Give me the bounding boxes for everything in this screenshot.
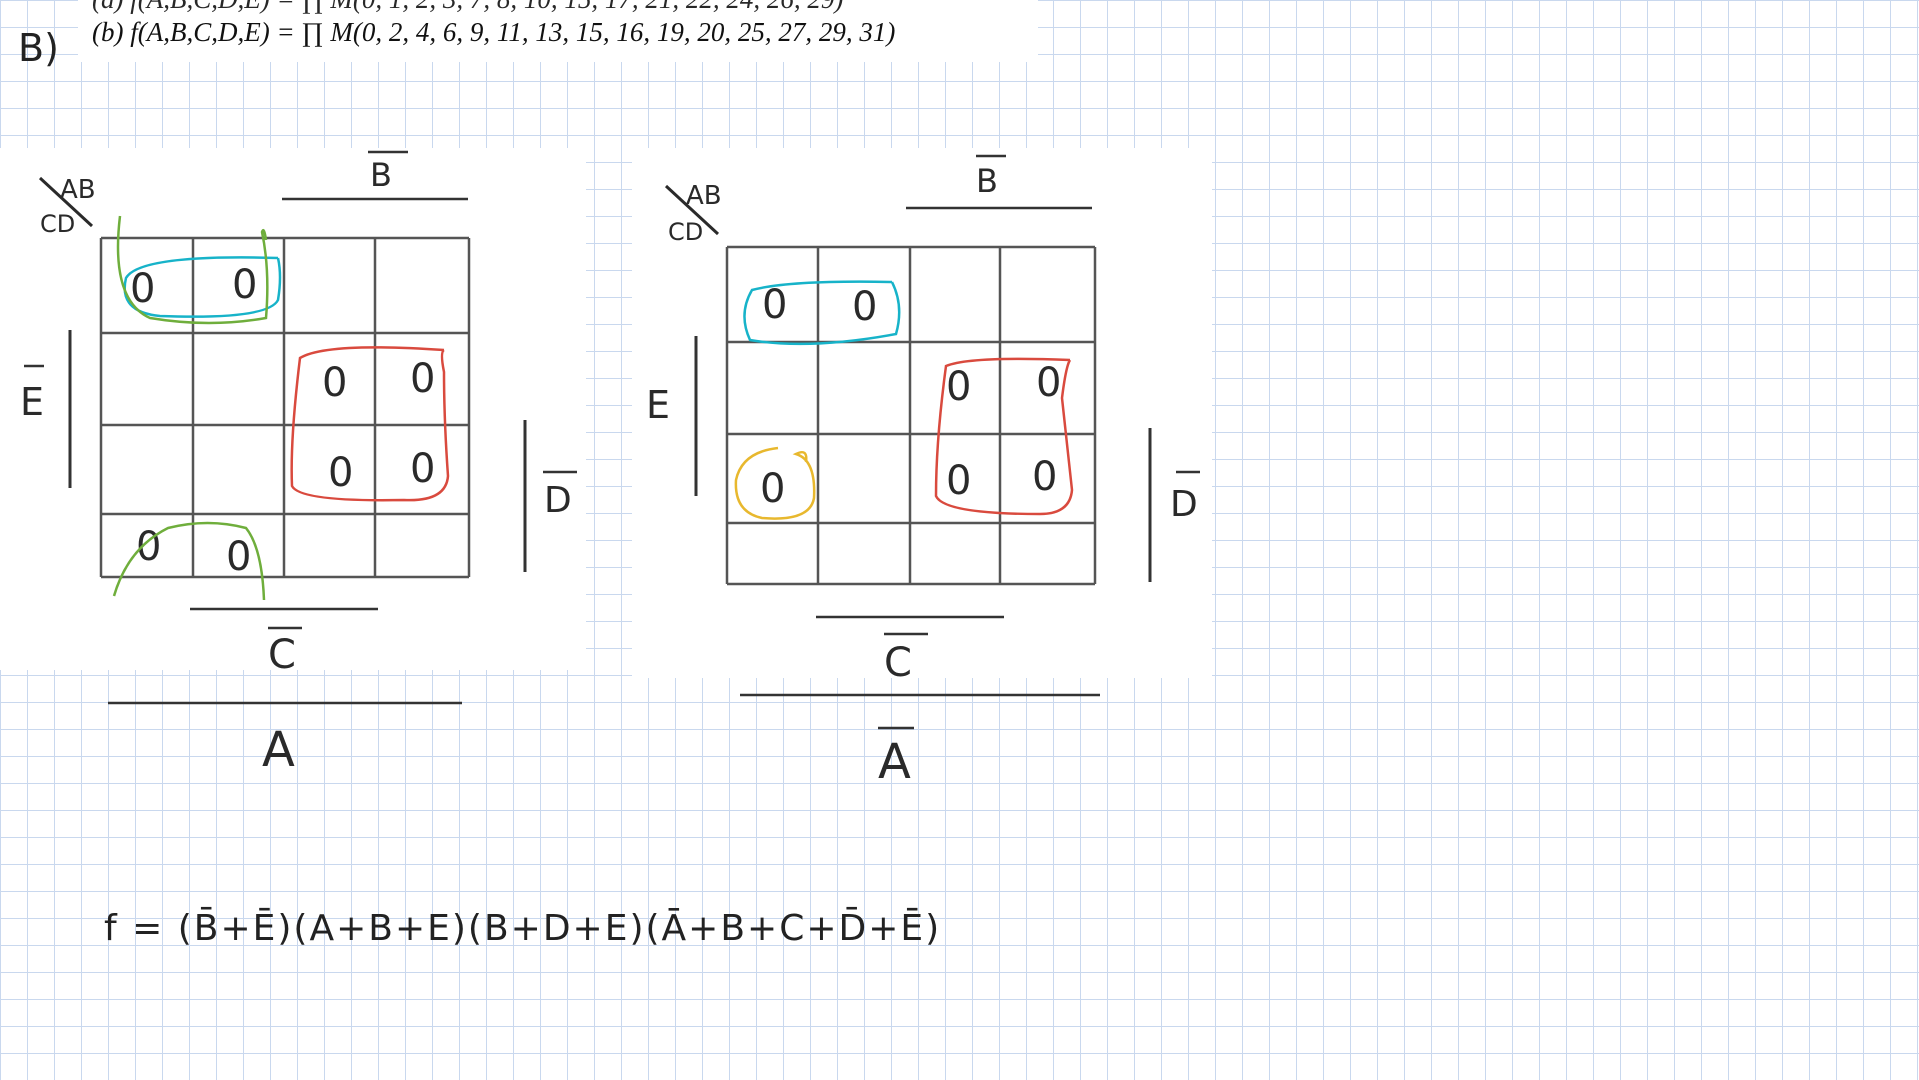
problem-strip xyxy=(78,0,1038,62)
kmap-left-zero: 0 xyxy=(410,356,435,402)
kmap-right-zero: 0 xyxy=(762,282,787,328)
kmap-right-panel xyxy=(632,148,1212,678)
kmap-left-zero: 0 xyxy=(226,534,251,580)
kmap-right-zero: 0 xyxy=(946,458,971,504)
kmap-left-zero: 0 xyxy=(136,524,161,570)
kmap-right-zero: 0 xyxy=(852,284,877,330)
kmap-left-group-label: A xyxy=(262,722,295,778)
kmap-right-yellow-group xyxy=(734,446,816,520)
kmap-left-corner-top: AB xyxy=(60,175,96,205)
kmap-right-grid xyxy=(725,245,1097,586)
kmap-left-left-label: E xyxy=(20,380,44,424)
kmap-right: AB CD B E D C A 0 0 0 xyxy=(646,154,1200,790)
kmap-right-right-label: D xyxy=(1170,484,1198,525)
kmap-left-bottom-label: C xyxy=(268,632,296,678)
kmap-left-green-top-group xyxy=(116,215,269,325)
kmap-right-bottom-label: C xyxy=(884,640,912,686)
kmap-left-corner-diagonal xyxy=(38,176,94,228)
kmap-right-left-label: E xyxy=(646,383,670,427)
kmap-right-red-group xyxy=(934,357,1074,516)
kmap-left-top-label: B xyxy=(370,156,392,194)
part-label: B) xyxy=(18,26,59,70)
kmap-right-teal-group xyxy=(743,280,901,346)
kmap-left-red-group xyxy=(290,346,450,502)
kmap-right-zero: 0 xyxy=(1036,360,1061,406)
kmap-right-group-label: A xyxy=(878,734,911,790)
kmap-left-zero: 0 xyxy=(232,262,257,308)
kmap-left-corner-bottom: CD xyxy=(40,210,75,238)
kmap-left-grid xyxy=(99,236,471,579)
problem-b-text: (b) f(A,B,C,D,E) = ∏ M(0, 2, 4, 6, 9, 11… xyxy=(92,17,896,47)
kmap-left-zero: 0 xyxy=(328,450,353,496)
kmap-left-green-bottom-group xyxy=(112,521,266,601)
kmap-left-teal-group xyxy=(123,256,282,318)
kmap-left: AB CD B E D C A xyxy=(20,150,577,778)
problem-a-cut-text: (a) f(A,B,C,D,E) = ∏ M(0, 1, 2, 3, 7, 8,… xyxy=(92,0,843,15)
kmap-right-zero: 0 xyxy=(1032,454,1057,500)
kmap-right-corner-diagonal xyxy=(664,184,720,236)
final-expression: f = (B̄+Ē)(A+B+E)(B+D+E)(Ā+B+C+D̄+Ē) xyxy=(104,908,942,949)
kmap-right-corner-bottom: CD xyxy=(668,218,703,246)
kmap-left-right-label: D xyxy=(544,480,572,521)
kmap-right-zero: 0 xyxy=(946,364,971,410)
kmap-right-top-label: B xyxy=(976,162,998,200)
kmap-left-zero: 0 xyxy=(410,446,435,492)
kmap-left-panel xyxy=(0,148,586,670)
kmap-right-zero: 0 xyxy=(760,466,785,512)
kmap-right-corner-top: AB xyxy=(686,181,722,211)
kmap-left-zero: 0 xyxy=(322,360,347,406)
